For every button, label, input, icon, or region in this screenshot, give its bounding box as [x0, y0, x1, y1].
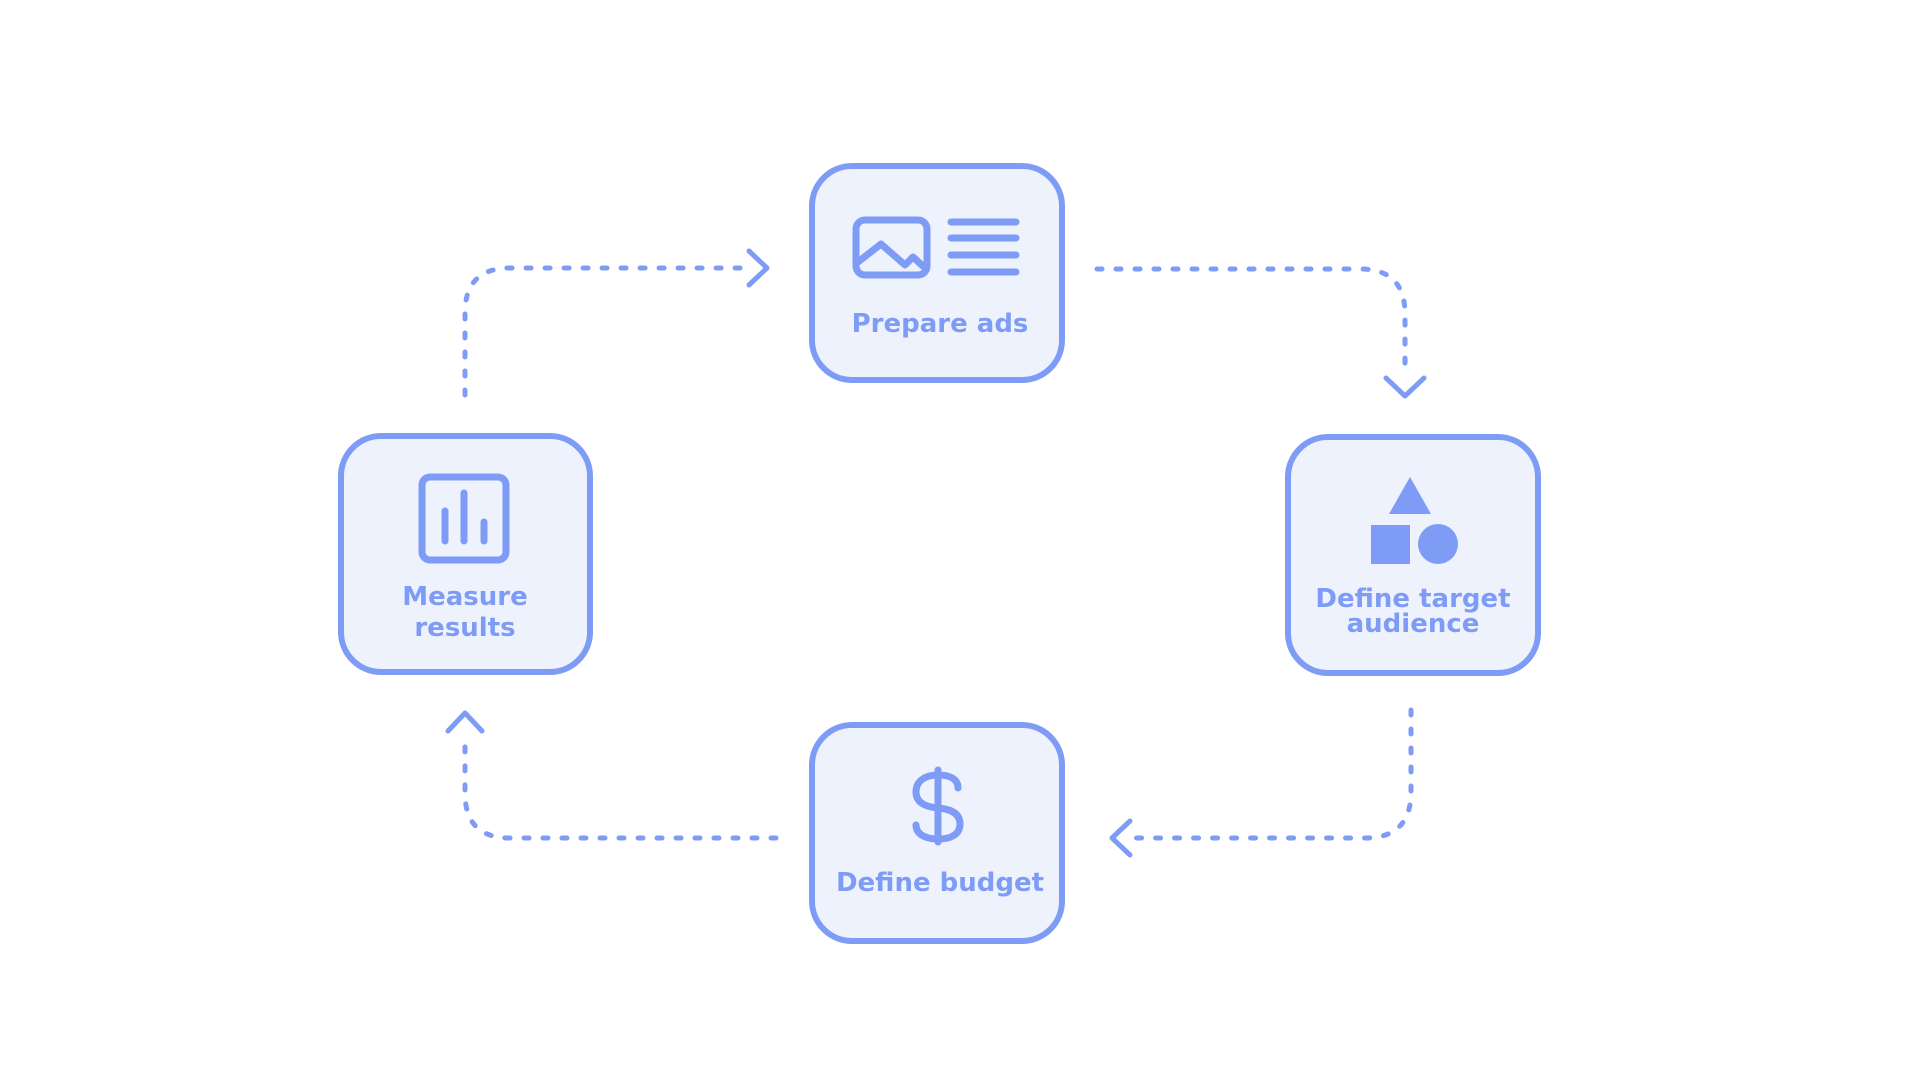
arrow-right-icon	[746, 248, 770, 288]
node-label-line1: Define target	[1315, 584, 1510, 614]
node-box	[1285, 434, 1541, 676]
dollar-icon	[912, 766, 964, 846]
arrow-up-icon	[445, 710, 485, 734]
connector-audience-to-budget	[1109, 707, 1414, 858]
connector-budget-to-results	[445, 710, 779, 841]
connector-line	[462, 265, 748, 398]
node-label-line1: Measure	[402, 582, 528, 612]
arrow-down-icon	[1383, 375, 1427, 399]
node-label-line2: results	[414, 613, 515, 643]
node-label: Define budget	[836, 868, 1044, 898]
node-prepare-ads: Prepare ads	[809, 163, 1065, 383]
connector-line	[1127, 707, 1414, 841]
node-measure-results: Measure results	[338, 433, 593, 675]
node-box	[809, 163, 1065, 383]
connector-line	[462, 742, 779, 841]
node-box	[338, 433, 593, 675]
node-define-target-audience: Define target audience	[1285, 434, 1541, 676]
node-label: Prepare ads	[852, 309, 1029, 339]
connector-results-to-prepare	[462, 248, 770, 398]
node-label-line2: audience	[1347, 609, 1480, 639]
connector-line	[1094, 266, 1408, 378]
arrow-left-icon	[1109, 818, 1133, 858]
image-and-text-icon	[852, 216, 1020, 279]
node-define-budget: Define budget	[809, 722, 1065, 944]
connector-prepare-to-audience	[1094, 266, 1427, 399]
bar-chart-icon	[418, 473, 510, 564]
shapes-icon	[1371, 477, 1458, 564]
